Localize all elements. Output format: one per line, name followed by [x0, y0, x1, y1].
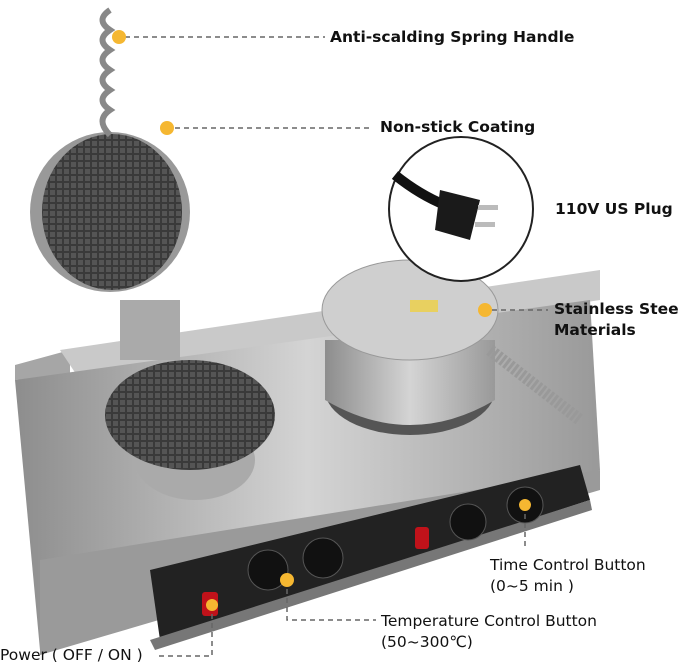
marker-steel [478, 303, 492, 317]
spring-handle-right [486, 345, 584, 425]
marker-spring-handle [112, 30, 126, 44]
power-switch-right [415, 527, 429, 549]
marker-coating [160, 121, 174, 135]
marker-time [519, 499, 531, 511]
warning-label [410, 300, 438, 312]
callout-steel-2: Materials [554, 321, 636, 339]
spring-handle-left [99, 7, 116, 138]
callout-temp-1: Temperature Control Button [381, 612, 597, 630]
callout-steel-1: Stainless Steel [554, 300, 679, 318]
left-lower-plate [105, 360, 275, 470]
callout-spring-handle: Anti-scalding Spring Handle [330, 28, 575, 46]
temperature-knob-right [449, 503, 487, 541]
callout-markers [112, 30, 531, 611]
callout-temp-2: (50~300℃) [381, 633, 473, 651]
callout-power: Power ( OFF / ON ) [0, 646, 143, 664]
marker-power [206, 599, 218, 611]
plug-head [435, 190, 480, 240]
marker-temp [280, 573, 294, 587]
callout-time-2: (0~5 min ) [490, 577, 574, 595]
temperature-knob-left [247, 549, 289, 591]
callout-coating: Non-stick Coating [380, 118, 536, 136]
callout-time-1: Time Control Button [490, 556, 646, 574]
timer-knob-left [302, 537, 344, 579]
callout-lines [125, 36, 548, 657]
callout-plug: 110V US Plug [555, 200, 673, 218]
